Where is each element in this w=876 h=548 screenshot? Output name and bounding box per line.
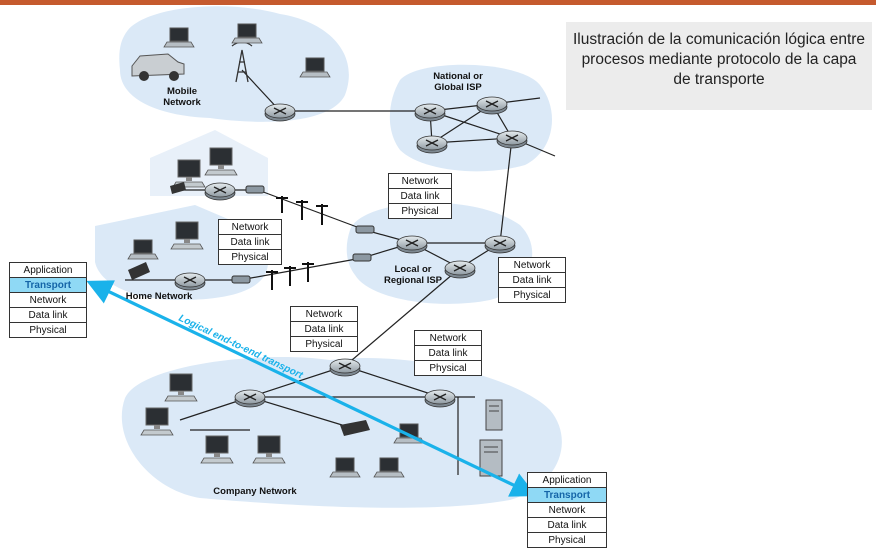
layer-data-link: Data link xyxy=(290,321,358,337)
layer-application: Application xyxy=(9,262,87,278)
layer-data-link: Data link xyxy=(388,188,452,204)
router-icon xyxy=(396,235,428,254)
utility-poles-lower xyxy=(266,262,314,290)
desktop-computer-icon xyxy=(204,147,238,176)
national-isp-label: National or Global ISP xyxy=(433,71,483,93)
layer-physical: Physical xyxy=(388,203,452,219)
layer-physical: Physical xyxy=(290,336,358,352)
layer-network: Network xyxy=(527,502,607,518)
laptop-icon xyxy=(127,239,159,260)
local-isp-cloud xyxy=(346,202,533,304)
router-icon xyxy=(484,235,516,254)
desktop-computer-icon xyxy=(252,435,286,464)
server-icon xyxy=(485,399,503,431)
router-icon xyxy=(204,182,236,201)
desktop-computer-icon xyxy=(170,221,204,250)
wireless-access-point-icon xyxy=(128,262,150,280)
layer-data-link: Data link xyxy=(498,272,566,288)
router-icon xyxy=(234,389,266,408)
layer-transport: Transport xyxy=(9,277,87,293)
logical-transport-arrow xyxy=(86,280,537,497)
car-icon xyxy=(131,53,185,81)
router-icon xyxy=(424,389,456,408)
modem-icon xyxy=(355,225,375,234)
modem-icon xyxy=(245,185,265,194)
router-icon xyxy=(416,135,448,154)
layer-physical: Physical xyxy=(527,532,607,548)
layer-physical: Physical xyxy=(498,287,566,303)
layer-application: Application xyxy=(527,472,607,488)
top-accent-bar xyxy=(0,0,876,5)
local-isp-label: Local or Regional ISP xyxy=(383,264,443,286)
layer-physical: Physical xyxy=(414,360,482,376)
router-icon xyxy=(496,130,528,149)
layer-network: Network xyxy=(388,173,452,189)
layer-network: Network xyxy=(498,257,566,273)
router-icon xyxy=(414,103,446,122)
router-icon xyxy=(174,272,206,291)
caption-box: Ilustración de la comunicación lógica en… xyxy=(566,22,872,110)
desktop-computer-icon xyxy=(140,407,174,436)
layer-network: Network xyxy=(9,292,87,308)
desktop-computer-icon xyxy=(200,435,234,464)
layer-data-link: Data link xyxy=(414,345,482,361)
caption-text: Ilustración de la comunicación lógica en… xyxy=(572,31,866,88)
router-icon xyxy=(264,103,296,122)
modem-icon xyxy=(231,275,251,284)
layer-transport: Transport xyxy=(527,487,607,503)
mobile-network-label: Mobile Network xyxy=(163,86,201,108)
wireless-access-point-icon xyxy=(170,182,186,194)
layer-data-link: Data link xyxy=(527,517,607,533)
layer-physical: Physical xyxy=(218,249,282,265)
utility-poles-upper xyxy=(276,196,328,225)
layer-data-link: Data link xyxy=(218,234,282,250)
router-icon xyxy=(329,358,361,377)
home-network-label: Home Network xyxy=(125,291,193,302)
router-icon xyxy=(476,96,508,115)
layer-data-link: Data link xyxy=(9,307,87,323)
router-icon xyxy=(444,260,476,279)
layer-physical: Physical xyxy=(9,322,87,338)
layer-network: Network xyxy=(414,330,482,346)
company-network-label: Company Network xyxy=(213,486,297,497)
layer-network: Network xyxy=(290,306,358,322)
layer-network: Network xyxy=(218,219,282,235)
laptop-icon xyxy=(231,23,263,44)
laptop-icon xyxy=(299,57,331,78)
desktop-computer-icon xyxy=(172,159,206,188)
desktop-computer-icon xyxy=(164,373,198,402)
laptop-icon xyxy=(163,27,195,48)
modem-icon xyxy=(352,253,372,262)
house-roof xyxy=(150,130,268,196)
